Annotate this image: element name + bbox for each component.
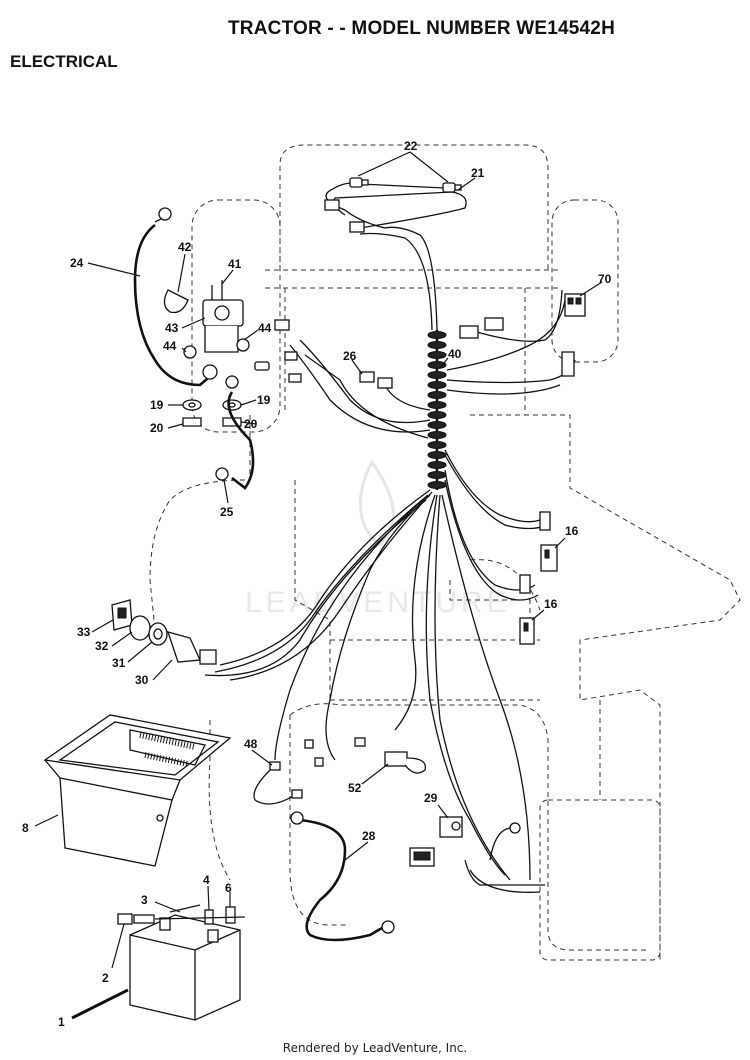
starter-solenoid <box>163 280 302 389</box>
battery <box>117 904 246 1021</box>
callout-leaders <box>34 151 603 1020</box>
callout-labels: 22 21 70 24 42 41 43 44 44 26 40 19 19 2… <box>22 139 612 1029</box>
main-wiring-harness <box>204 182 576 893</box>
callout-25: 25 <box>220 505 234 519</box>
callout-40: 40 <box>448 347 462 361</box>
callout-16-upper: 16 <box>565 524 579 538</box>
ignition-switch-assembly <box>111 599 217 665</box>
connector-52 <box>354 737 427 774</box>
callout-2: 2 <box>102 971 109 985</box>
battery-cable <box>133 207 216 387</box>
switch-29 <box>409 816 521 867</box>
callout-29: 29 <box>424 791 438 805</box>
callout-21: 21 <box>471 166 485 180</box>
watermark-flame-icon <box>358 459 395 547</box>
washers-and-nuts <box>182 399 242 427</box>
callout-1: 1 <box>58 1015 65 1029</box>
ground-cable <box>215 391 255 490</box>
callout-44-right: 44 <box>258 321 272 335</box>
callout-70: 70 <box>598 272 612 286</box>
callout-19-left: 19 <box>150 398 164 412</box>
fuse-holder <box>253 739 324 805</box>
callout-22: 22 <box>404 139 418 153</box>
callout-20-right: 20 <box>244 417 258 431</box>
callout-33: 33 <box>77 625 91 639</box>
callout-24: 24 <box>70 256 84 270</box>
callout-16-lower: 16 <box>544 597 558 611</box>
callout-44-left: 44 <box>163 339 177 353</box>
battery-box <box>43 714 232 867</box>
battery-negative-cable <box>290 811 395 942</box>
section-title: ELECTRICAL <box>10 52 118 71</box>
callout-30: 30 <box>135 673 149 687</box>
callout-4: 4 <box>203 873 210 887</box>
watermark: LEADVENTURE <box>245 586 511 619</box>
page-title: TRACTOR - - MODEL NUMBER WE14542H <box>228 18 615 39</box>
callout-20-left: 20 <box>150 421 164 435</box>
callout-41: 41 <box>228 257 242 271</box>
callout-48: 48 <box>244 737 258 751</box>
headlight-switch-connector <box>459 293 586 377</box>
seat-switch-connectors <box>519 511 558 645</box>
footer-credit: Rendered by LeadVenture, Inc. <box>282 1041 468 1055</box>
callout-3: 3 <box>141 893 148 907</box>
tractor-outline <box>149 144 741 961</box>
connector-26 <box>359 371 393 389</box>
callout-43: 43 <box>165 321 179 335</box>
callout-8: 8 <box>22 821 29 835</box>
callout-31: 31 <box>112 656 126 670</box>
callout-28: 28 <box>362 829 376 843</box>
callout-26: 26 <box>343 349 357 363</box>
callout-42: 42 <box>178 240 192 254</box>
callout-52: 52 <box>348 781 362 795</box>
callout-32: 32 <box>95 639 109 653</box>
callout-6: 6 <box>225 881 232 895</box>
callout-19-right: 19 <box>257 393 271 407</box>
